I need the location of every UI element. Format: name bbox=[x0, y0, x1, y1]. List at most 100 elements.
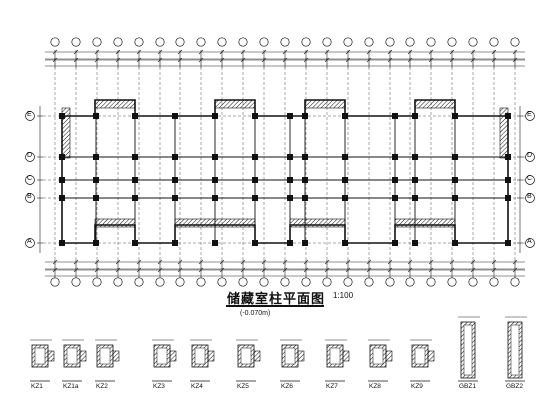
axis-letter: E bbox=[27, 111, 32, 118]
dimension-tick bbox=[198, 49, 204, 55]
axis-bubble-top bbox=[343, 37, 353, 47]
dimension-tick bbox=[428, 49, 434, 55]
dimension-lines bbox=[37, 49, 525, 278]
column bbox=[392, 154, 398, 160]
axis-bubble-left bbox=[25, 175, 35, 185]
dimension-tick bbox=[407, 49, 413, 55]
column bbox=[132, 177, 138, 183]
axis-bubble-left bbox=[25, 193, 35, 203]
dimension-tick bbox=[428, 57, 434, 63]
column bbox=[505, 195, 511, 201]
column-section-leg bbox=[427, 350, 435, 362]
dimension-tick bbox=[387, 49, 393, 55]
column bbox=[59, 177, 65, 183]
column bbox=[93, 240, 99, 246]
column-section-leg bbox=[253, 350, 261, 362]
dimension-tick bbox=[282, 57, 288, 63]
drawing-title: 储藏室柱平面图 bbox=[227, 292, 326, 307]
axis-bubble-top bbox=[155, 37, 165, 47]
dimension-tick bbox=[303, 49, 309, 55]
axis-bubble-bottom bbox=[113, 277, 123, 287]
axis-bubble-top bbox=[71, 37, 81, 47]
column bbox=[132, 113, 138, 119]
dimension-tick bbox=[115, 49, 121, 55]
hatched-wall bbox=[394, 218, 456, 228]
column bbox=[412, 113, 418, 119]
column bbox=[212, 195, 218, 201]
column bbox=[392, 113, 398, 119]
axis-bubble-bottom bbox=[134, 277, 144, 287]
dimension-tick bbox=[157, 49, 163, 55]
axis-bubble-bottom bbox=[92, 277, 102, 287]
column bbox=[505, 113, 511, 119]
dimension-tick bbox=[177, 57, 183, 63]
dimension-tick bbox=[157, 57, 163, 63]
hatched-wall bbox=[289, 218, 346, 228]
dimension-tick bbox=[449, 49, 455, 55]
dimension-tick bbox=[345, 57, 351, 63]
axis-bubble-bottom bbox=[280, 277, 290, 287]
column bbox=[392, 195, 398, 201]
columns bbox=[59, 113, 511, 246]
axis-bubble-top bbox=[405, 37, 415, 47]
column-section-leg bbox=[169, 350, 177, 362]
hatched-wall bbox=[499, 107, 509, 159]
axis-bubble-left bbox=[25, 111, 35, 121]
dimension-tick bbox=[512, 49, 518, 55]
axis-bubble-top bbox=[468, 37, 478, 47]
column-tag: KZ1a bbox=[63, 383, 79, 390]
dimension-tick bbox=[94, 49, 100, 55]
column bbox=[392, 177, 398, 183]
dimension-tick bbox=[115, 57, 121, 63]
dimension-tick bbox=[240, 49, 246, 55]
column-tag: KZ2 bbox=[96, 383, 108, 390]
column-tag: KZ3 bbox=[153, 383, 165, 390]
column bbox=[302, 240, 308, 246]
dimension-tick bbox=[449, 57, 455, 63]
axis-bubble-top bbox=[280, 37, 290, 47]
axis-bubble-bottom bbox=[175, 277, 185, 287]
dimension-tick bbox=[261, 57, 267, 63]
axis-bubble-top bbox=[175, 37, 185, 47]
column bbox=[342, 154, 348, 160]
column bbox=[412, 177, 418, 183]
dimension-tick bbox=[345, 49, 351, 55]
axis-bubble-top bbox=[301, 37, 311, 47]
axis-letter: D bbox=[527, 152, 533, 159]
axis-bubble-bottom bbox=[468, 277, 478, 287]
axis-letter: B bbox=[527, 193, 532, 200]
dimension-tick bbox=[324, 49, 330, 55]
column bbox=[59, 113, 65, 119]
axis-bubble-bottom bbox=[71, 277, 81, 287]
dimension-tick bbox=[73, 57, 79, 63]
axis-bubble-bottom bbox=[155, 277, 165, 287]
column bbox=[172, 240, 178, 246]
column-core bbox=[66, 347, 78, 365]
column-tag: KZ1 bbox=[31, 383, 43, 390]
column bbox=[412, 240, 418, 246]
elevation-note: (-0.070m) bbox=[240, 310, 271, 317]
axis-bubble-bottom bbox=[489, 277, 499, 287]
axis-bubble-top bbox=[92, 37, 102, 47]
column bbox=[287, 240, 293, 246]
column bbox=[172, 154, 178, 160]
column bbox=[505, 240, 511, 246]
axis-bubble-bottom bbox=[217, 277, 227, 287]
column bbox=[452, 177, 458, 183]
dimension-tick bbox=[387, 57, 393, 63]
column bbox=[252, 113, 258, 119]
column bbox=[302, 177, 308, 183]
hatched-wall bbox=[94, 99, 136, 109]
column-section-leg bbox=[342, 350, 350, 362]
axis-bubble-top bbox=[113, 37, 123, 47]
column bbox=[287, 177, 293, 183]
column-section-leg bbox=[385, 350, 393, 362]
axis-bubble-top bbox=[510, 37, 520, 47]
column-core bbox=[372, 347, 384, 365]
title-underline bbox=[226, 305, 324, 307]
column bbox=[505, 177, 511, 183]
column bbox=[59, 154, 65, 160]
column bbox=[452, 195, 458, 201]
column-tag: KZ6 bbox=[281, 383, 293, 390]
axis-bubble-top bbox=[134, 37, 144, 47]
